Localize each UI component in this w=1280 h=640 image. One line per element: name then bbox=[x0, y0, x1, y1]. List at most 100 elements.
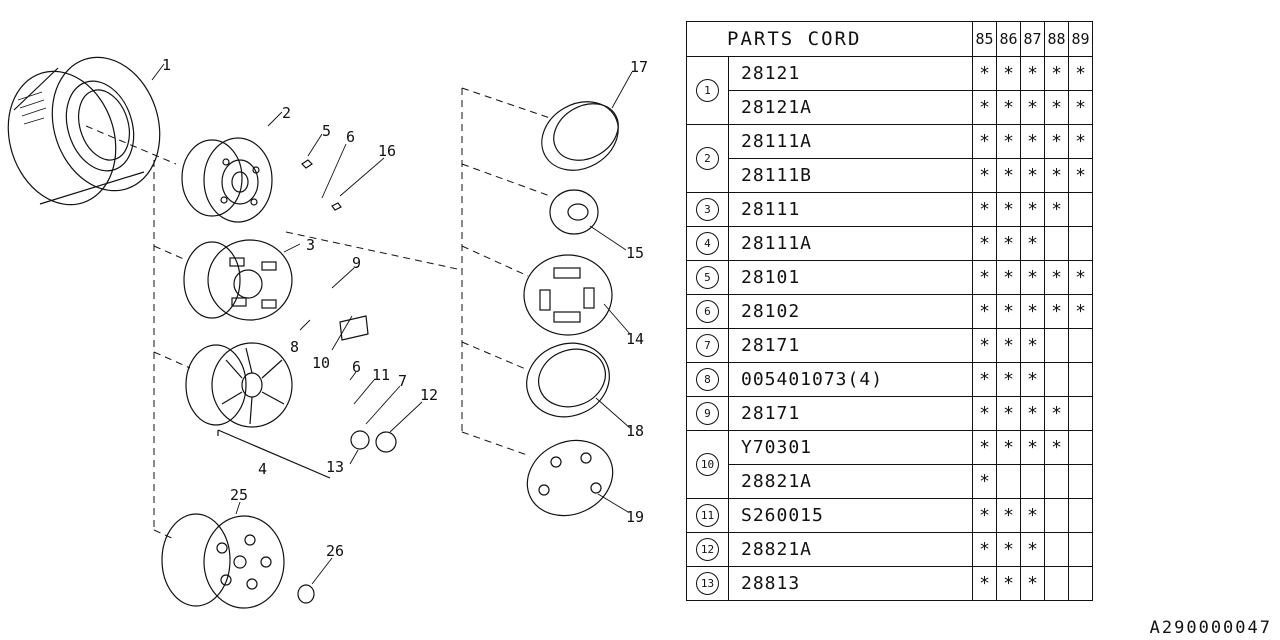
ref-number-cell: 12 bbox=[686, 532, 729, 567]
cap-12-part bbox=[375, 431, 397, 453]
cap-13-part bbox=[350, 430, 370, 450]
callout-6b: 6 bbox=[352, 358, 361, 376]
exploded-parts-diagram: 1 2 3 4 5 6 6 7 8 9 10 11 12 13 14 15 16… bbox=[7, 56, 648, 609]
year-mark-cell bbox=[1044, 566, 1069, 601]
year-mark-cell: * bbox=[1020, 158, 1045, 193]
ref-number-circle: 5 bbox=[695, 266, 719, 289]
year-mark-cell bbox=[1068, 328, 1093, 363]
year-mark-cell: * bbox=[996, 294, 1021, 329]
table-row: 28111B***** bbox=[687, 158, 1093, 193]
callout-9: 9 bbox=[352, 254, 361, 272]
part-code-cell: 28111B bbox=[727, 158, 974, 193]
year-mark-cell: * bbox=[1068, 158, 1093, 193]
year-mark-cell: * bbox=[996, 430, 1021, 465]
callout-15: 15 bbox=[626, 244, 644, 262]
callout-3: 3 bbox=[306, 236, 315, 254]
ref-number-circle: 10 bbox=[695, 453, 719, 476]
year-mark-cell: * bbox=[1020, 260, 1045, 295]
year-88: 88 bbox=[1044, 21, 1069, 57]
ref-number-circle: 3 bbox=[695, 198, 719, 221]
year-mark-cell: * bbox=[972, 430, 997, 465]
year-mark-cell: * bbox=[1068, 56, 1093, 91]
center-cap-part bbox=[297, 584, 315, 604]
year-mark-cell: * bbox=[1020, 56, 1045, 91]
year-mark-cell: * bbox=[972, 226, 997, 261]
wheel-cover-18 bbox=[526, 342, 610, 418]
part-code-cell: 28821A bbox=[727, 464, 974, 499]
wheel-cover-17 bbox=[541, 101, 619, 171]
table-row: 28821A* bbox=[687, 464, 1093, 499]
ref-number-cell: 10 bbox=[686, 430, 729, 499]
year-mark-cell: * bbox=[996, 56, 1021, 91]
emblem-part bbox=[339, 315, 369, 341]
nut-part bbox=[331, 202, 342, 211]
part-code-cell: 28121 bbox=[727, 56, 974, 91]
year-mark-cell: * bbox=[1020, 192, 1045, 227]
ref-number-circle: 4 bbox=[695, 232, 719, 255]
wheel-styled-part bbox=[183, 239, 293, 321]
year-mark-cell: * bbox=[1044, 158, 1069, 193]
parts-table-title: PARTS CORD bbox=[686, 21, 973, 57]
part-code-cell: 28101 bbox=[727, 260, 974, 295]
year-mark-cell: * bbox=[972, 90, 997, 125]
year-mark-cell bbox=[1068, 566, 1093, 601]
part-code-cell: 005401073(4) bbox=[727, 362, 974, 397]
callout-18: 18 bbox=[626, 422, 644, 440]
year-mark-cell bbox=[1044, 498, 1069, 533]
callout-7: 7 bbox=[398, 372, 407, 390]
ref-number-cell: 9 bbox=[686, 396, 729, 431]
year-mark-cell: * bbox=[972, 158, 997, 193]
year-mark-cell: * bbox=[1044, 192, 1069, 227]
year-mark-cell: * bbox=[1068, 260, 1093, 295]
year-mark-cell bbox=[996, 464, 1021, 499]
year-mark-cell: * bbox=[1020, 566, 1045, 601]
year-mark-cell: * bbox=[996, 90, 1021, 125]
year-87: 87 bbox=[1020, 21, 1045, 57]
year-mark-cell bbox=[1068, 396, 1093, 431]
part-code-cell: 28813 bbox=[727, 566, 974, 601]
year-mark-cell: * bbox=[1044, 124, 1069, 159]
year-mark-cell: * bbox=[972, 396, 997, 431]
ref-number-circle: 9 bbox=[695, 402, 719, 425]
year-mark-cell: * bbox=[972, 192, 997, 227]
ref-number-cell: 11 bbox=[686, 498, 729, 533]
part-code-cell: 28111A bbox=[727, 226, 974, 261]
year-mark-cell: * bbox=[1020, 430, 1045, 465]
year-mark-cell: * bbox=[972, 362, 997, 397]
year-mark-cell: * bbox=[996, 396, 1021, 431]
callout-2: 2 bbox=[282, 104, 291, 122]
year-mark-cell: * bbox=[972, 464, 997, 499]
year-mark-cell bbox=[1044, 532, 1069, 567]
ref-number-cell: 4 bbox=[686, 226, 729, 261]
ref-number-circle: 6 bbox=[695, 300, 719, 323]
parts-table-header: PARTS CORD 85 86 87 88 89 bbox=[686, 21, 1093, 57]
year-89: 89 bbox=[1068, 21, 1093, 57]
ref-number-cell: 1 bbox=[686, 56, 729, 125]
year-mark-cell: * bbox=[1020, 396, 1045, 431]
table-row: 28121A***** bbox=[687, 90, 1093, 125]
ref-number-circle: 1 bbox=[695, 79, 719, 102]
callout-5: 5 bbox=[322, 122, 331, 140]
ref-number-circle: 2 bbox=[695, 147, 719, 170]
year-mark-cell bbox=[1068, 430, 1093, 465]
year-mark-cell: * bbox=[996, 328, 1021, 363]
part-code-cell: 28102 bbox=[727, 294, 974, 329]
wheel-cover-19 bbox=[526, 439, 614, 517]
ref-number-circle: 7 bbox=[695, 334, 719, 357]
year-mark-cell: * bbox=[972, 566, 997, 601]
ref-number-circle: 8 bbox=[695, 368, 719, 391]
year-mark-cell: * bbox=[996, 192, 1021, 227]
part-code-cell: S260015 bbox=[727, 498, 974, 533]
wheel-steel-part bbox=[181, 137, 273, 223]
callout-1: 1 bbox=[162, 56, 171, 74]
callout-14: 14 bbox=[626, 330, 644, 348]
year-mark-cell bbox=[1020, 464, 1045, 499]
valve-part bbox=[301, 159, 313, 169]
year-mark-cell: * bbox=[996, 158, 1021, 193]
